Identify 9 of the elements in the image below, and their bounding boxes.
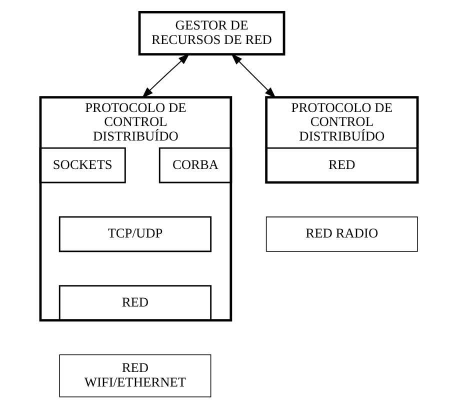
node-box: GESTOR DE RECURSOS DE RED xyxy=(138,10,286,56)
node-box: SOCKETS xyxy=(39,147,126,184)
node-box: TCP/UDP xyxy=(58,216,212,252)
arrow xyxy=(142,53,190,98)
node-box: RED xyxy=(58,285,212,321)
node-box: CORBA xyxy=(158,147,232,184)
node-box: RED WIFI/ETHERNET xyxy=(59,354,212,398)
node-box: RED RADIO xyxy=(266,216,418,252)
arrow xyxy=(231,53,276,98)
